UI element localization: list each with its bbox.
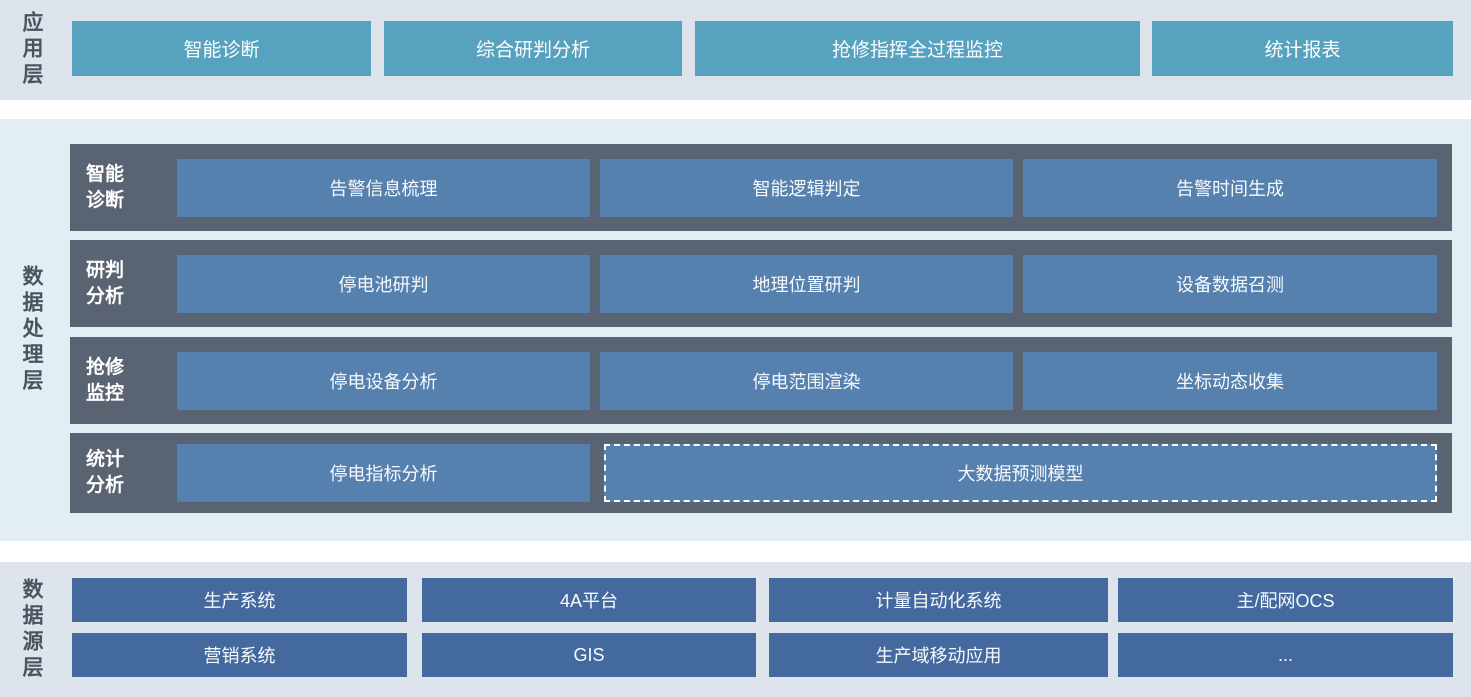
proc-row-label: 研判 分析 xyxy=(86,240,174,327)
app-block-comprehensive-analysis: 综合研判分析 xyxy=(384,21,682,76)
src-box-main-distribution-ocs: 主/配网OCS xyxy=(1118,578,1453,622)
src-box-production-system: 生产系统 xyxy=(72,578,407,622)
proc-box-device-data-recall: 设备数据召测 xyxy=(1023,254,1437,313)
proc-box-alarm-time-generation: 告警时间生成 xyxy=(1023,158,1437,217)
proc-row-label: 统计 分析 xyxy=(86,433,174,513)
proc-box-coordinate-dynamic-collection: 坐标动态收集 xyxy=(1023,351,1437,410)
src-box-production-mobile-app: 生产域移动应用 xyxy=(769,633,1108,677)
data-source-layer-label: 数据源层 xyxy=(20,577,43,682)
proc-box-outage-indicator-analysis: 停电指标分析 xyxy=(177,444,590,502)
proc-row-label-line: 抢修 xyxy=(86,356,125,378)
src-box-metering-automation-system: 计量自动化系统 xyxy=(769,578,1108,622)
proc-row-label-line: 分析 xyxy=(86,285,125,307)
application-layer-label: 应用层 xyxy=(20,11,43,89)
proc-row-intelligent-diagnosis: 智能 诊断 告警信息梳理 智能逻辑判定 告警时间生成 xyxy=(70,144,1452,231)
proc-row-label-line: 监控 xyxy=(86,382,125,404)
proc-row-judgment-analysis: 研判 分析 停电池研判 地理位置研判 设备数据召测 xyxy=(70,240,1452,327)
proc-row-label: 智能 诊断 xyxy=(86,144,174,231)
proc-box-big-data-prediction-model: 大数据预测模型 xyxy=(604,444,1437,502)
app-block-repair-command-monitoring: 抢修指挥全过程监控 xyxy=(695,21,1140,76)
proc-box-alarm-info-sorting: 告警信息梳理 xyxy=(177,158,590,217)
proc-row-repair-monitoring: 抢修 监控 停电设备分析 停电范围渲染 坐标动态收集 xyxy=(70,337,1452,424)
src-box-gis: GIS xyxy=(422,633,756,677)
proc-box-intelligent-logic-judgment: 智能逻辑判定 xyxy=(600,158,1013,217)
proc-row-label-line: 分析 xyxy=(86,475,125,496)
app-block-statistical-reports: 统计报表 xyxy=(1152,21,1453,76)
src-box-4a-platform: 4A平台 xyxy=(422,578,756,622)
proc-row-label-line: 智能 xyxy=(86,163,125,185)
proc-box-outage-battery-judgment: 停电池研判 xyxy=(177,254,590,313)
proc-row-label-line: 统计 xyxy=(86,449,125,471)
proc-box-outage-device-analysis: 停电设备分析 xyxy=(177,351,590,410)
proc-box-geographic-location-judgment: 地理位置研判 xyxy=(600,254,1013,313)
proc-box-outage-range-rendering: 停电范围渲染 xyxy=(600,351,1013,410)
proc-row-statistical-analysis: 统计 分析 停电指标分析 大数据预测模型 xyxy=(70,433,1452,513)
data-source-layer-band: 数据源层 生产系统 4A平台 计量自动化系统 主/配网OCS 营销系统 GIS … xyxy=(0,562,1471,697)
data-processing-layer-label: 数据处理层 xyxy=(20,265,43,395)
app-block-intelligent-diagnosis: 智能诊断 xyxy=(72,21,371,76)
proc-row-label-line: 诊断 xyxy=(86,189,125,211)
data-processing-layer-band: 数据处理层 智能 诊断 告警信息梳理 智能逻辑判定 告警时间生成 研判 分析 停… xyxy=(0,119,1471,541)
src-box-marketing-system: 营销系统 xyxy=(72,633,407,677)
proc-row-label-line: 研判 xyxy=(86,259,125,281)
proc-row-label: 抢修 监控 xyxy=(86,337,174,424)
application-layer-band: 应用层 智能诊断 综合研判分析 抢修指挥全过程监控 统计报表 xyxy=(0,0,1471,100)
src-box-ellipsis: ... xyxy=(1118,633,1453,677)
